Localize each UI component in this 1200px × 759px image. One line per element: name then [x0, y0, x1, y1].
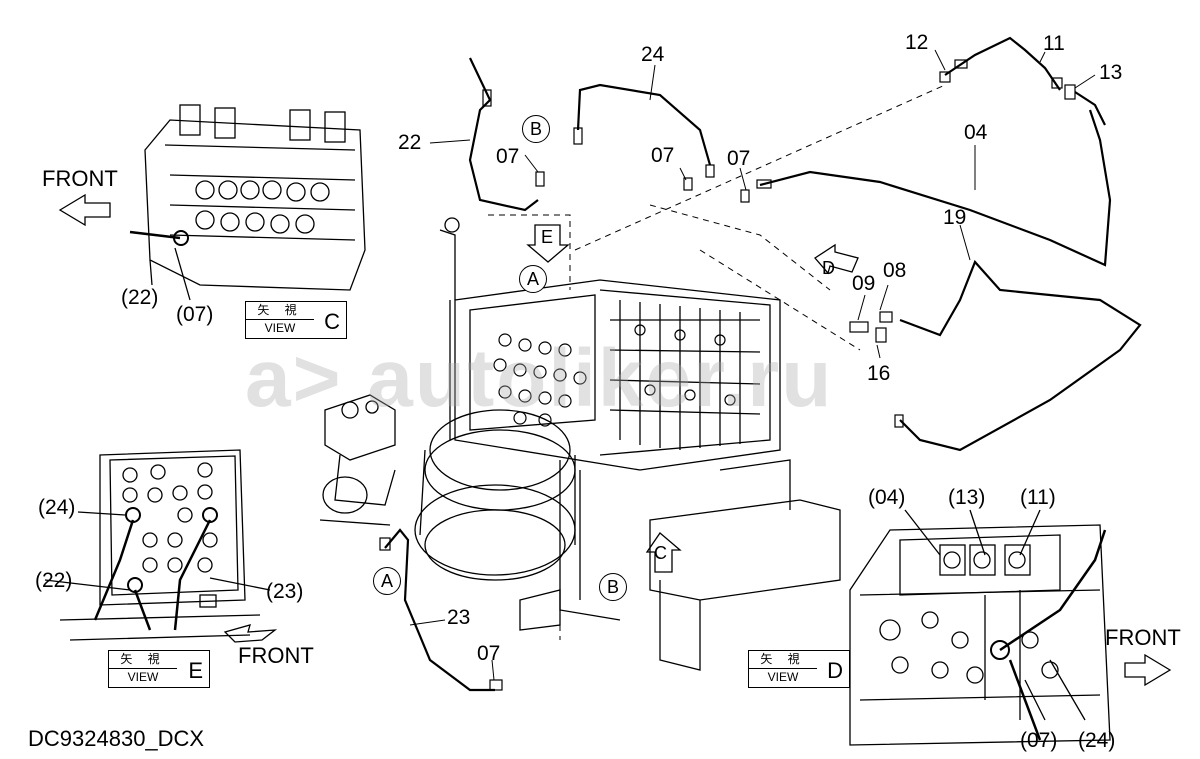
- callout-07-view-c: (07): [176, 303, 214, 326]
- part-label-07-c: 07: [727, 147, 751, 170]
- part-label-24: 24: [641, 43, 665, 66]
- front-arrow-left-icon: [58, 193, 111, 227]
- callout-22-view-c: (22): [121, 286, 159, 309]
- front-arrow-e-icon: [223, 624, 278, 643]
- fittings: [379, 59, 1076, 691]
- part-label-22: 22: [398, 131, 422, 154]
- hose-24: [576, 83, 712, 166]
- drawing-code: DC9324830_DCX: [28, 726, 205, 751]
- inset-view-c: [129, 104, 366, 301]
- view-letter-e: E: [188, 658, 203, 683]
- callout-leaders: [409, 49, 1096, 681]
- part-label-07-b: 07: [651, 144, 675, 167]
- callout-13-view-d: (13): [948, 486, 986, 509]
- inset-view-d: [849, 509, 1111, 746]
- direction-arrow-d-icon: [814, 243, 859, 275]
- view-box-d: 矢 視 VIEW D: [748, 650, 850, 688]
- part-label-07-d: 07: [477, 642, 501, 665]
- callout-22-view-e: (22): [35, 569, 73, 592]
- callout-24-view-e: (24): [38, 496, 76, 519]
- hose-23: [384, 528, 495, 692]
- direction-arrow-c-icon: [645, 532, 682, 573]
- hose-19: [899, 259, 1142, 452]
- part-label-09: 09: [852, 272, 876, 295]
- control-valve-body: [454, 279, 781, 471]
- part-label-08: 08: [883, 259, 907, 282]
- valve-ports: [493, 324, 736, 427]
- callout-24-view-d: (24): [1078, 729, 1116, 752]
- hose-11-12: [944, 36, 1061, 91]
- reference-circle-b-top: B: [522, 115, 550, 143]
- view-letter-c: C: [324, 309, 340, 334]
- view-kanji: 矢 視: [749, 651, 817, 669]
- callout-23-view-e: (23): [266, 580, 304, 603]
- callout-04-view-d: (04): [868, 486, 906, 509]
- view-word: VIEW: [264, 321, 296, 335]
- view-word: VIEW: [127, 670, 159, 684]
- leader-lines: [488, 84, 946, 640]
- part-label-07-a: 07: [496, 145, 520, 168]
- part-label-19: 19: [943, 206, 967, 229]
- direction-label-c: C: [654, 543, 667, 563]
- inset-view-e: [44, 449, 271, 641]
- view-box-e: 矢 視 VIEW E: [108, 650, 210, 688]
- callout-11-view-d: (11): [1020, 486, 1056, 509]
- part-label-11: 11: [1043, 32, 1065, 55]
- part-label-16: 16: [867, 362, 891, 385]
- front-label-view-d: FRONT: [1105, 625, 1181, 650]
- hose-04: [759, 109, 1112, 267]
- swivel-joint: [319, 394, 396, 526]
- reference-circle-a-top: A: [519, 265, 547, 293]
- front-label-view-c: FRONT: [42, 166, 118, 191]
- front-label-view-e: FRONT: [238, 643, 314, 668]
- reference-circle-a-bottom: A: [373, 567, 401, 595]
- hose-22: [468, 57, 539, 212]
- front-arrow-right-icon: [1124, 653, 1172, 687]
- part-label-13: 13: [1099, 61, 1123, 84]
- view-kanji: 矢 視: [109, 651, 177, 669]
- hose-13: [1074, 91, 1106, 126]
- watermark: a> autoliker.ru: [245, 333, 834, 424]
- part-label-23: 23: [447, 606, 471, 629]
- view-letter-d: D: [827, 658, 843, 683]
- part-label-12: 12: [905, 31, 929, 54]
- view-word: VIEW: [767, 670, 799, 684]
- view-kanji: 矢 視: [246, 302, 314, 320]
- direction-label-d: D: [822, 258, 835, 278]
- support-frame: [519, 459, 841, 671]
- direction-label-e: E: [541, 227, 554, 247]
- view-box-c: 矢 視 VIEW C: [245, 301, 347, 339]
- reference-circle-b-bottom: B: [599, 573, 627, 601]
- part-label-04: 04: [964, 121, 988, 144]
- swing-motor: [414, 217, 576, 581]
- direction-arrow-e-icon: [526, 224, 570, 263]
- callout-07-view-d: (07): [1020, 729, 1058, 752]
